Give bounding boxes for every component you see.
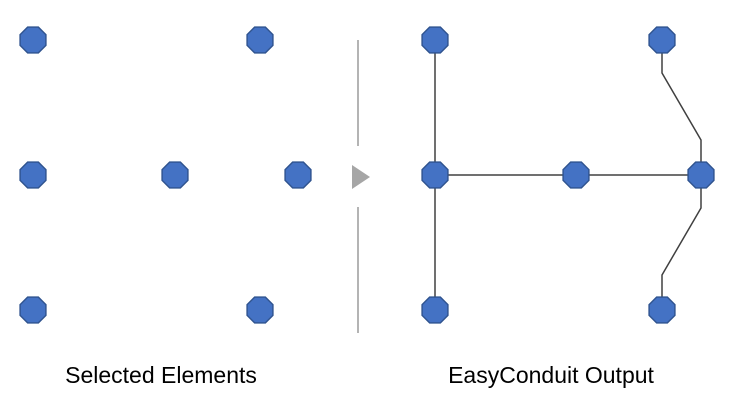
- transform-arrow-icon: [352, 165, 370, 189]
- left-panel-element-node: [246, 26, 274, 54]
- right-panel-element-node: [687, 161, 715, 189]
- conduit-upper-right-offset-run: [661, 39, 702, 176]
- left-panel-element-node: [19, 161, 47, 189]
- left-panel-element-node: [19, 296, 47, 324]
- left-panel-element-node: [246, 296, 274, 324]
- right-panel-element-node: [421, 26, 449, 54]
- left-panel-element-node: [284, 161, 312, 189]
- right-panel-element-node: [421, 296, 449, 324]
- conduit-lower-right-offset-run: [661, 174, 702, 311]
- left-panel-caption: Selected Elements: [65, 362, 257, 388]
- right-panel-caption: EasyConduit Output: [448, 362, 654, 388]
- left-panel-element-node: [19, 26, 47, 54]
- right-panel-element-node: [562, 161, 590, 189]
- left-panel-element-node: [161, 161, 189, 189]
- right-panel-element-node: [648, 296, 676, 324]
- right-panel-element-node: [421, 161, 449, 189]
- right-panel-element-node: [648, 26, 676, 54]
